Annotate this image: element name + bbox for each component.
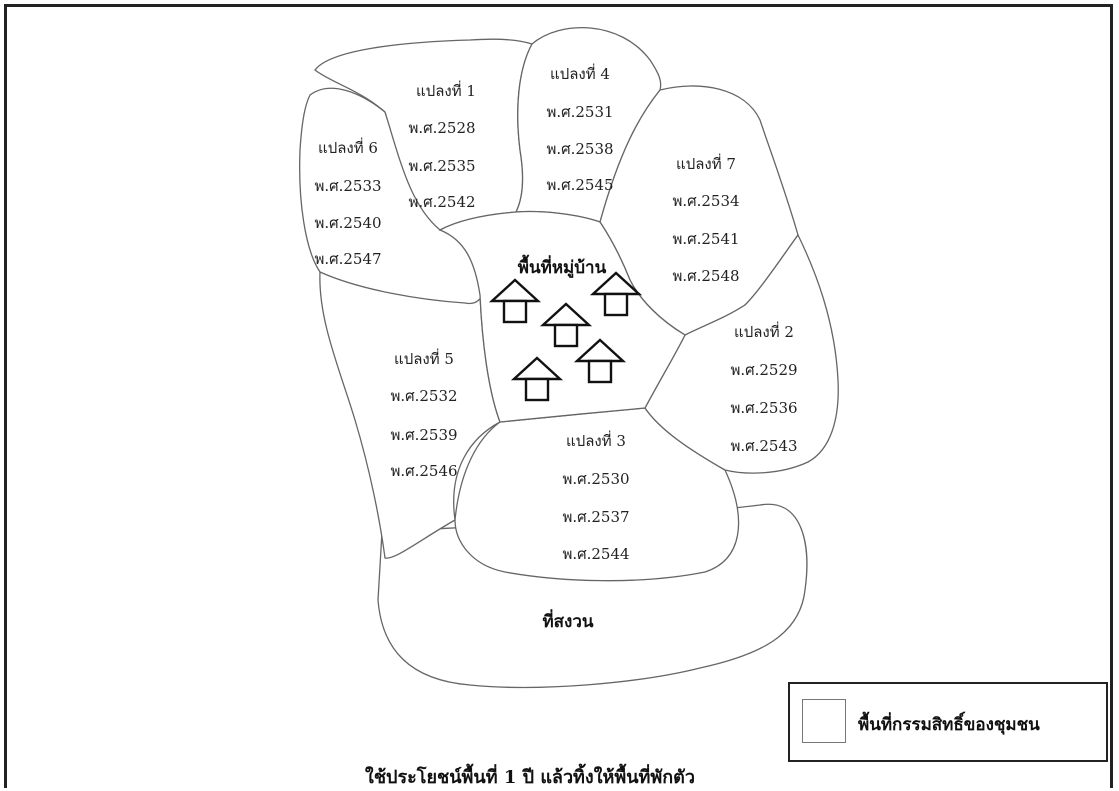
plot-year: พ.ศ.2542 bbox=[408, 193, 475, 211]
plot-year: พ.ศ.2547 bbox=[314, 250, 381, 268]
plot-3-labels: แปลงที่ 3 พ.ศ.2530 พ.ศ.2537 พ.ศ.2544 bbox=[562, 430, 629, 563]
plot-year: พ.ศ.2534 bbox=[672, 192, 739, 210]
house-icon bbox=[589, 271, 643, 317]
plot-4-labels: แปลงที่ 4 พ.ศ.2531 พ.ศ.2538 พ.ศ.2545 bbox=[546, 63, 613, 194]
plot-year: พ.ศ.2546 bbox=[390, 462, 457, 480]
plot-name: แปลงที่ 2 bbox=[734, 321, 794, 341]
plot-year: พ.ศ.2528 bbox=[408, 119, 475, 137]
plot-year: พ.ศ.2544 bbox=[562, 545, 629, 563]
plot-2-area bbox=[644, 233, 839, 474]
figure-frame bbox=[4, 4, 1113, 788]
plot-year: พ.ศ.2545 bbox=[546, 176, 613, 194]
plot-year: พ.ศ.2541 bbox=[672, 230, 739, 248]
plot-year: พ.ศ.2543 bbox=[730, 437, 797, 455]
plot-year: พ.ศ.2532 bbox=[390, 387, 457, 405]
plot-name: แปลงที่ 3 bbox=[566, 430, 626, 450]
plot-7-labels: แปลงที่ 7 พ.ศ.2534 พ.ศ.2541 พ.ศ.2548 bbox=[672, 153, 739, 285]
house-icon bbox=[573, 338, 627, 384]
plot-year: พ.ศ.2531 bbox=[546, 103, 613, 121]
legend-label: พื้นที่กรรมสิทธิ์ของชุมชน bbox=[858, 715, 1040, 735]
village-label: พื้นที่หมู่บ้าน bbox=[518, 254, 607, 279]
plot-name: แปลงที่ 1 bbox=[416, 80, 476, 100]
plot-year: พ.ศ.2530 bbox=[562, 470, 629, 488]
plot-name: แปลงที่ 5 bbox=[394, 348, 454, 368]
house-icon bbox=[488, 278, 542, 324]
house-icon bbox=[510, 356, 564, 402]
legend-box: พื้นที่กรรมสิทธิ์ของชุมชน bbox=[788, 682, 1108, 762]
plot-6-labels: แปลงที่ 6 พ.ศ.2533 พ.ศ.2540 พ.ศ.2547 bbox=[314, 137, 381, 268]
plot-year: พ.ศ.2539 bbox=[390, 426, 457, 444]
plot-year: พ.ศ.2537 bbox=[562, 508, 629, 526]
plot-5-labels: แปลงที่ 5 พ.ศ.2532 พ.ศ.2539 พ.ศ.2546 bbox=[390, 348, 457, 480]
plot-year: พ.ศ.2533 bbox=[314, 177, 381, 195]
plot-year: พ.ศ.2529 bbox=[730, 361, 797, 379]
plot-2-labels: แปลงที่ 2 พ.ศ.2529 พ.ศ.2536 พ.ศ.2543 bbox=[730, 321, 797, 455]
plot-year: พ.ศ.2540 bbox=[314, 214, 381, 232]
house-icon bbox=[539, 302, 593, 348]
plot-name: แปลงที่ 6 bbox=[318, 137, 378, 157]
figure-caption: ใช้ประโยชน์พื้นที่ 1 ปี แล้วทิ้งให้พื้นท… bbox=[365, 767, 695, 788]
legend-swatch bbox=[802, 699, 846, 743]
plot-year: พ.ศ.2538 bbox=[546, 140, 613, 158]
plot-year: พ.ศ.2548 bbox=[672, 267, 739, 285]
reserve-label: ที่สงวน bbox=[542, 609, 593, 632]
plot-year: พ.ศ.2536 bbox=[730, 399, 797, 417]
plot-name: แปลงที่ 4 bbox=[550, 63, 610, 83]
plot-1-labels: แปลงที่ 1 พ.ศ.2528 พ.ศ.2535 พ.ศ.2542 bbox=[408, 80, 476, 211]
plot-year: พ.ศ.2535 bbox=[408, 157, 475, 175]
plot-name: แปลงที่ 7 bbox=[676, 153, 736, 173]
